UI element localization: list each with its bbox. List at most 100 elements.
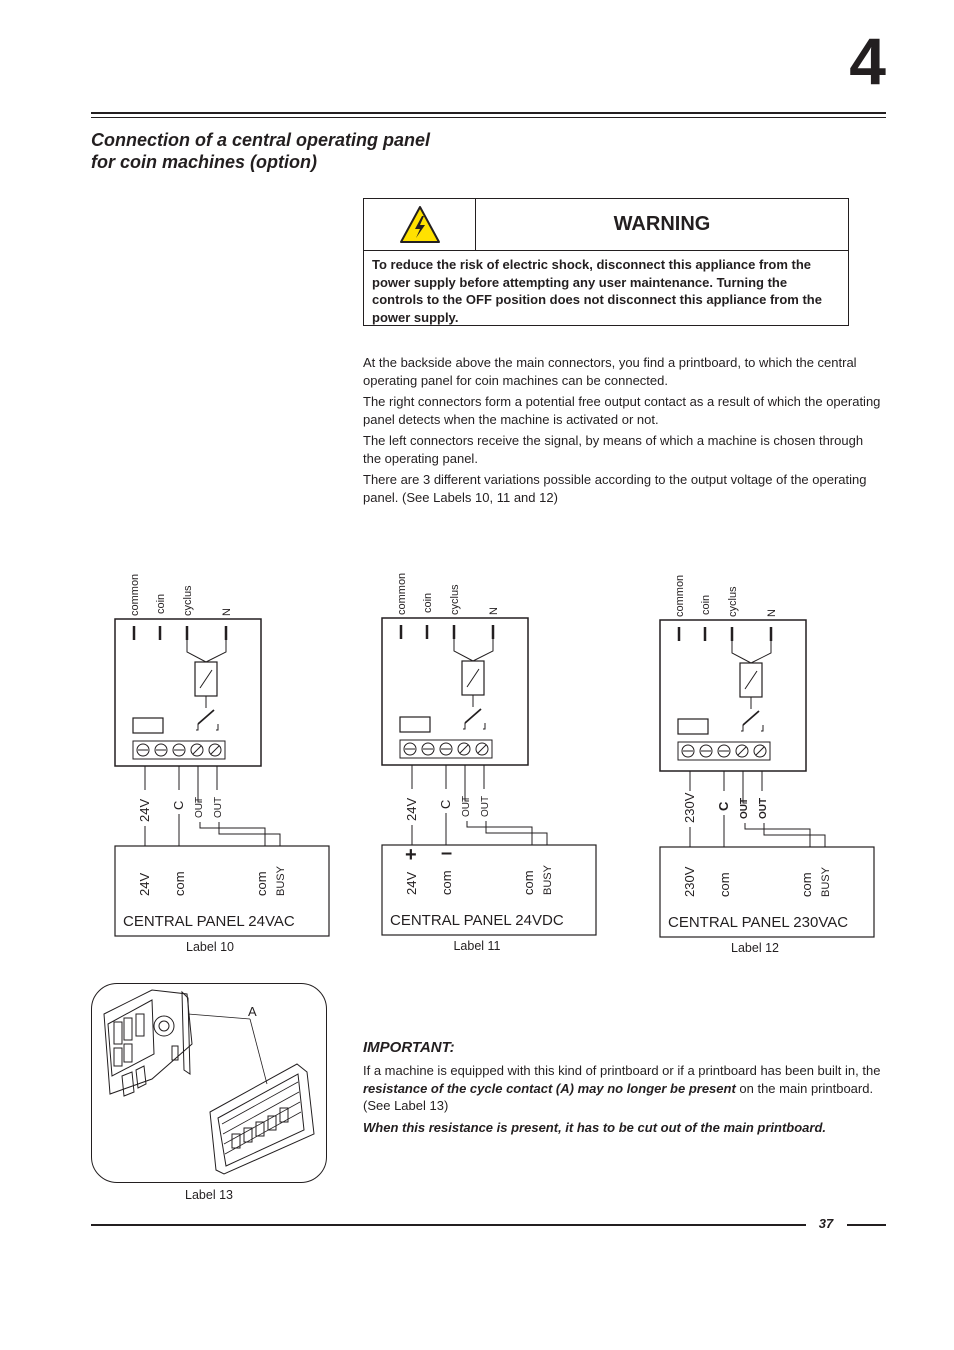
panel-terminal-busy: BUSY: [542, 864, 554, 895]
diagram-caption: Label 12: [731, 941, 779, 955]
screw-terminal: [403, 742, 417, 756]
central-panel-box: [114, 845, 330, 937]
header-rule: [91, 112, 886, 114]
warning-text: To reduce the risk of electric shock, di…: [372, 257, 822, 325]
relay-wire: [472, 639, 494, 662]
terminal-label-coin: coin: [422, 593, 434, 613]
wire-out-panel: [763, 823, 826, 847]
panel-terminal-com: com: [254, 871, 269, 896]
wire-out-panel: [218, 822, 281, 846]
important-text-after: on the main printboard. (See Label 13): [363, 1080, 874, 1114]
screw-terminal: [190, 743, 204, 757]
header-rule-thin: [91, 117, 886, 118]
terminal-label-n: N: [221, 608, 233, 616]
screw-slot: [737, 746, 747, 756]
relay-wire: [453, 639, 474, 662]
chapter-number: 4: [849, 24, 886, 98]
terminal-label-cyclus: cyclus: [727, 586, 739, 617]
body-paragraph: There are 3 different variations possibl…: [363, 472, 867, 505]
polarity-minus: –: [441, 842, 452, 864]
body-paragraph: At the backside above the main connector…: [363, 355, 857, 388]
wire-out-panel: [744, 823, 811, 847]
wire-label-c: C: [438, 800, 453, 809]
diagram-caption: Label 11: [453, 939, 500, 953]
wire-out: [742, 771, 747, 804]
important-paragraph: If a machine is equipped with this kind …: [363, 1062, 883, 1115]
important-text-bold: resistance of the cycle contact (A) may …: [363, 1080, 736, 1096]
central-panel-box: [659, 846, 875, 938]
contact-wire: [483, 723, 486, 730]
screw-terminal: [717, 744, 731, 758]
warning-icon-cell: [364, 199, 476, 251]
panel-terminal-com: com: [717, 872, 732, 897]
wire-label-voltage: 230V: [682, 792, 697, 823]
terminal-label-common: common: [674, 575, 686, 617]
wire-out-panel: [485, 821, 548, 845]
wire-label-out: OUT: [758, 798, 769, 819]
resistor-block: [132, 717, 164, 734]
screw-terminal: [475, 742, 489, 756]
contact-wire: [463, 723, 466, 730]
wire-label-voltage: 24V: [404, 798, 419, 821]
panel-terminal-busy: BUSY: [820, 866, 832, 897]
central-panel-name: CENTRAL PANEL 24VAC: [123, 913, 295, 930]
relay-wire: [750, 641, 772, 664]
wire-label-out: OUT: [194, 797, 205, 818]
terminal-block: [132, 740, 226, 760]
wire-out-panel: [199, 822, 266, 846]
wire-out-panel: [466, 821, 533, 845]
central-panel-name: CENTRAL PANEL 230VAC: [668, 914, 848, 931]
section-title: Connection of a central operating panel …: [91, 130, 431, 172]
central-panel-name: CENTRAL PANEL 24VDC: [390, 912, 564, 929]
resistor-block: [677, 718, 709, 735]
screw-terminal: [136, 743, 150, 757]
wire-label-out: OUT: [461, 796, 472, 817]
high-voltage-warning-icon: [400, 206, 440, 243]
important-text: If a machine is equipped with this kind …: [363, 1062, 883, 1140]
screw-slot: [755, 746, 765, 756]
screw-slot: [459, 744, 469, 754]
wire-label-c: C: [716, 801, 731, 811]
screw-slot: [192, 745, 202, 755]
panel-terminal-busy: BUSY: [275, 865, 287, 896]
panel-terminal-com: com: [521, 870, 536, 895]
screw-terminal: [735, 744, 749, 758]
central-panel-box: [381, 844, 597, 936]
panel-terminal-com: com: [172, 871, 187, 896]
printboard-illustration: A: [103, 989, 315, 1175]
wire-label-voltage: 24V: [137, 799, 152, 822]
callout-a: A: [248, 1004, 257, 1019]
panel-terminal-com: com: [439, 870, 454, 895]
screw-terminal: [154, 743, 168, 757]
contact-wire: [761, 725, 764, 732]
screw-terminal: [172, 743, 186, 757]
relay-coil-mark: [199, 669, 213, 689]
screw-terminal: [208, 743, 222, 757]
terminal-label-n: N: [766, 609, 778, 617]
screw-terminal: [439, 742, 453, 756]
terminal-label-common: common: [129, 574, 141, 616]
important-heading: IMPORTANT:: [363, 1039, 455, 1056]
wire-out: [197, 766, 202, 803]
terminal-block: [399, 739, 493, 759]
important-final: When this resistance is present, it has …: [363, 1119, 827, 1135]
footer-rule-right: [847, 1224, 886, 1226]
terminal-label-n: N: [488, 607, 500, 615]
terminal-label-cyclus: cyclus: [449, 584, 461, 615]
relay-contact: [742, 710, 760, 726]
body-paragraph: The right connectors form a potential fr…: [363, 394, 881, 427]
printboard-box: [114, 618, 262, 767]
relay-wire: [186, 640, 207, 663]
relay-coil-mark: [744, 670, 758, 690]
resistor-block: [399, 716, 431, 733]
terminal-block: [677, 741, 771, 761]
panel-terminal-com: com: [799, 872, 814, 897]
important-text-before: If a machine is equipped with this kind …: [363, 1063, 881, 1078]
wire-label-out: OUT: [213, 797, 224, 818]
photo-caption: Label 13: [185, 1188, 233, 1202]
screw-slot: [477, 744, 487, 754]
terminal-label-coin: coin: [155, 594, 167, 614]
screw-terminal: [421, 742, 435, 756]
